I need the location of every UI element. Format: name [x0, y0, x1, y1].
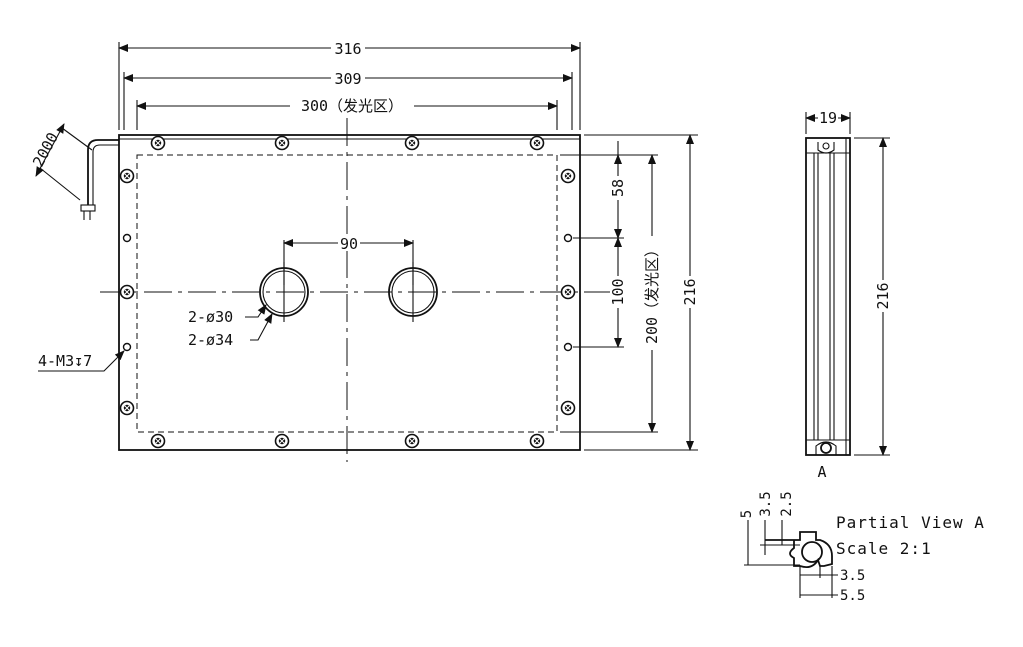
screw-column-left	[119, 168, 135, 416]
detail-scale: Scale 2:1	[836, 539, 932, 558]
tapped-holes	[122, 233, 573, 352]
dim-mount-spacing: 100	[609, 278, 627, 305]
dim-detail-5: 5	[739, 510, 755, 518]
dim-thread: 4-M3↧7	[38, 352, 92, 370]
dim-detail-3-5-bottom: 3.5	[840, 568, 865, 584]
dim-hole-spacing: 90	[340, 235, 358, 253]
detail-title: Partial View A	[836, 513, 985, 532]
dim-detail-3-5-top: 3.5	[758, 491, 774, 516]
dim-side-height: 216	[874, 282, 892, 309]
dim-detail-2-5: 2.5	[779, 491, 795, 516]
dim-hole-large: 2-ø34	[188, 331, 233, 349]
dim-emitting-width: 300（发光区）	[301, 97, 403, 115]
dim-detail-5-5: 5.5	[840, 588, 865, 604]
dim-hole-small: 2-ø30	[188, 308, 233, 326]
dim-cable-length: 2000	[29, 129, 62, 169]
detail-view: 5 3.5 2.5 3.5 5.5 Partial View A Scale 2…	[739, 491, 985, 604]
detail-profile	[765, 531, 833, 569]
dim-overall-width: 316	[334, 40, 361, 58]
side-housing-outline	[805, 137, 851, 456]
detail-marker: A	[817, 463, 826, 481]
dim-emitting-height: 200（发光区）	[643, 242, 661, 344]
dim-top-offset: 58	[609, 179, 627, 197]
dim-mid-width: 309	[334, 70, 361, 88]
dim-overall-height: 216	[681, 278, 699, 305]
cable	[80, 139, 119, 220]
front-view: 316 309 300（发光区） 2000 90 2-ø30 2-ø34 4-M…	[29, 40, 699, 462]
side-view: 19 216 A	[805, 109, 892, 481]
screw-column-right	[560, 168, 576, 416]
dim-thickness: 19	[819, 109, 837, 127]
